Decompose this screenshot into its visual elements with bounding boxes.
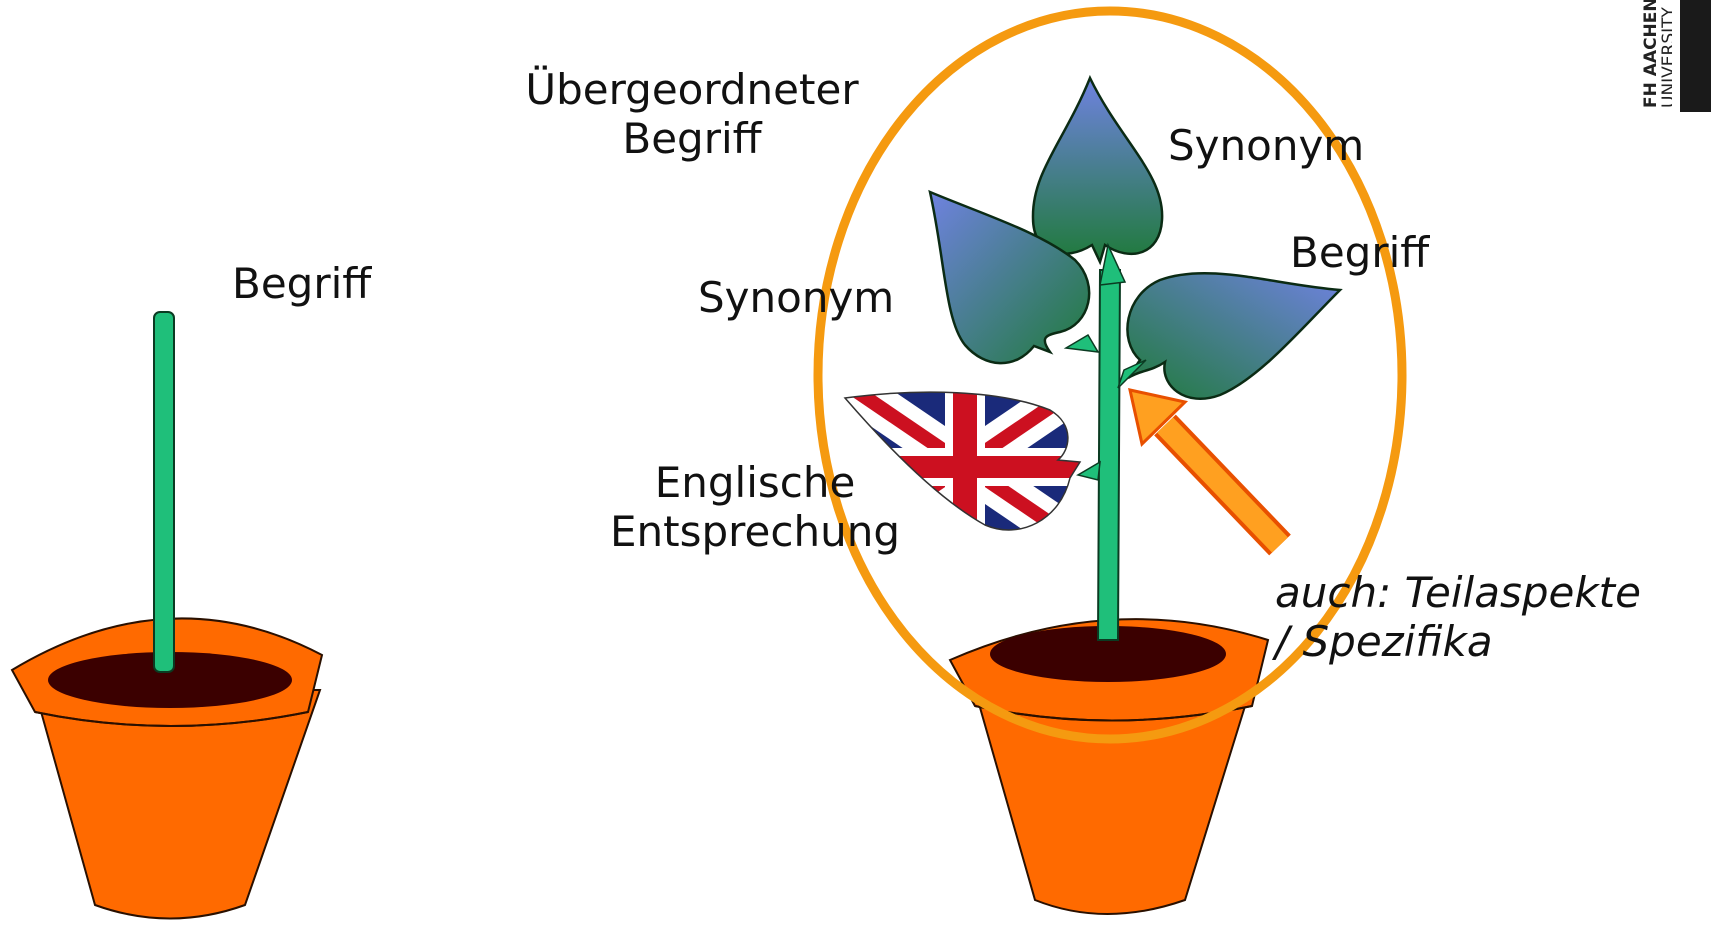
logo-line2: UNIVERSITY xyxy=(1659,6,1672,108)
label-uebergeordneter-line1: Übergeordneter xyxy=(525,65,859,114)
right-pot-body xyxy=(973,689,1252,915)
label-auch-teilaspekte: auch: Teilaspekte / Spezifika xyxy=(1275,568,1641,666)
left-stem xyxy=(153,311,175,673)
leaf-top xyxy=(1031,74,1164,266)
left-pot xyxy=(10,617,324,920)
highlight-ellipse xyxy=(813,6,1407,744)
right-pot-soil xyxy=(990,626,1226,682)
left-pot-body xyxy=(33,689,322,920)
label-englische-entsprechung: Englische Entsprechung xyxy=(580,458,930,556)
leaf-right xyxy=(1126,271,1343,401)
label-synonym-left: Synonym xyxy=(698,273,895,322)
pointer-arrow xyxy=(1128,388,1291,556)
fh-aachen-logo: FH AACHEN UNIVERSITY xyxy=(1641,0,1672,108)
branch-to-left-leaf xyxy=(1063,333,1100,353)
label-uebergeordneter-begriff: Übergeordneter Begriff xyxy=(472,65,912,163)
left-pot-soil xyxy=(48,652,292,708)
label-auch-line1: auch: Teilaspekte xyxy=(1275,568,1641,617)
label-left-begriff: Begriff xyxy=(232,259,372,308)
label-synonym-top: Synonym xyxy=(1168,121,1365,170)
label-begriff-right: Begriff xyxy=(1290,228,1430,277)
branch-to-top-leaf xyxy=(1099,242,1127,286)
label-englische-line2: Entsprechung xyxy=(610,507,900,556)
label-auch-line2: / Spezifika xyxy=(1275,617,1493,666)
logo-line1: FH AACHEN xyxy=(1641,0,1661,108)
branch-to-flag-leaf xyxy=(1076,460,1101,481)
branch-to-right-leaf xyxy=(1117,359,1147,389)
right-pot xyxy=(948,618,1270,915)
label-uebergeordneter-line2: Begriff xyxy=(622,114,762,163)
leaf-left xyxy=(928,189,1091,365)
logo-black-bar xyxy=(1680,0,1711,112)
label-englische-line1: Englische xyxy=(654,458,856,507)
right-stem xyxy=(1096,269,1122,641)
